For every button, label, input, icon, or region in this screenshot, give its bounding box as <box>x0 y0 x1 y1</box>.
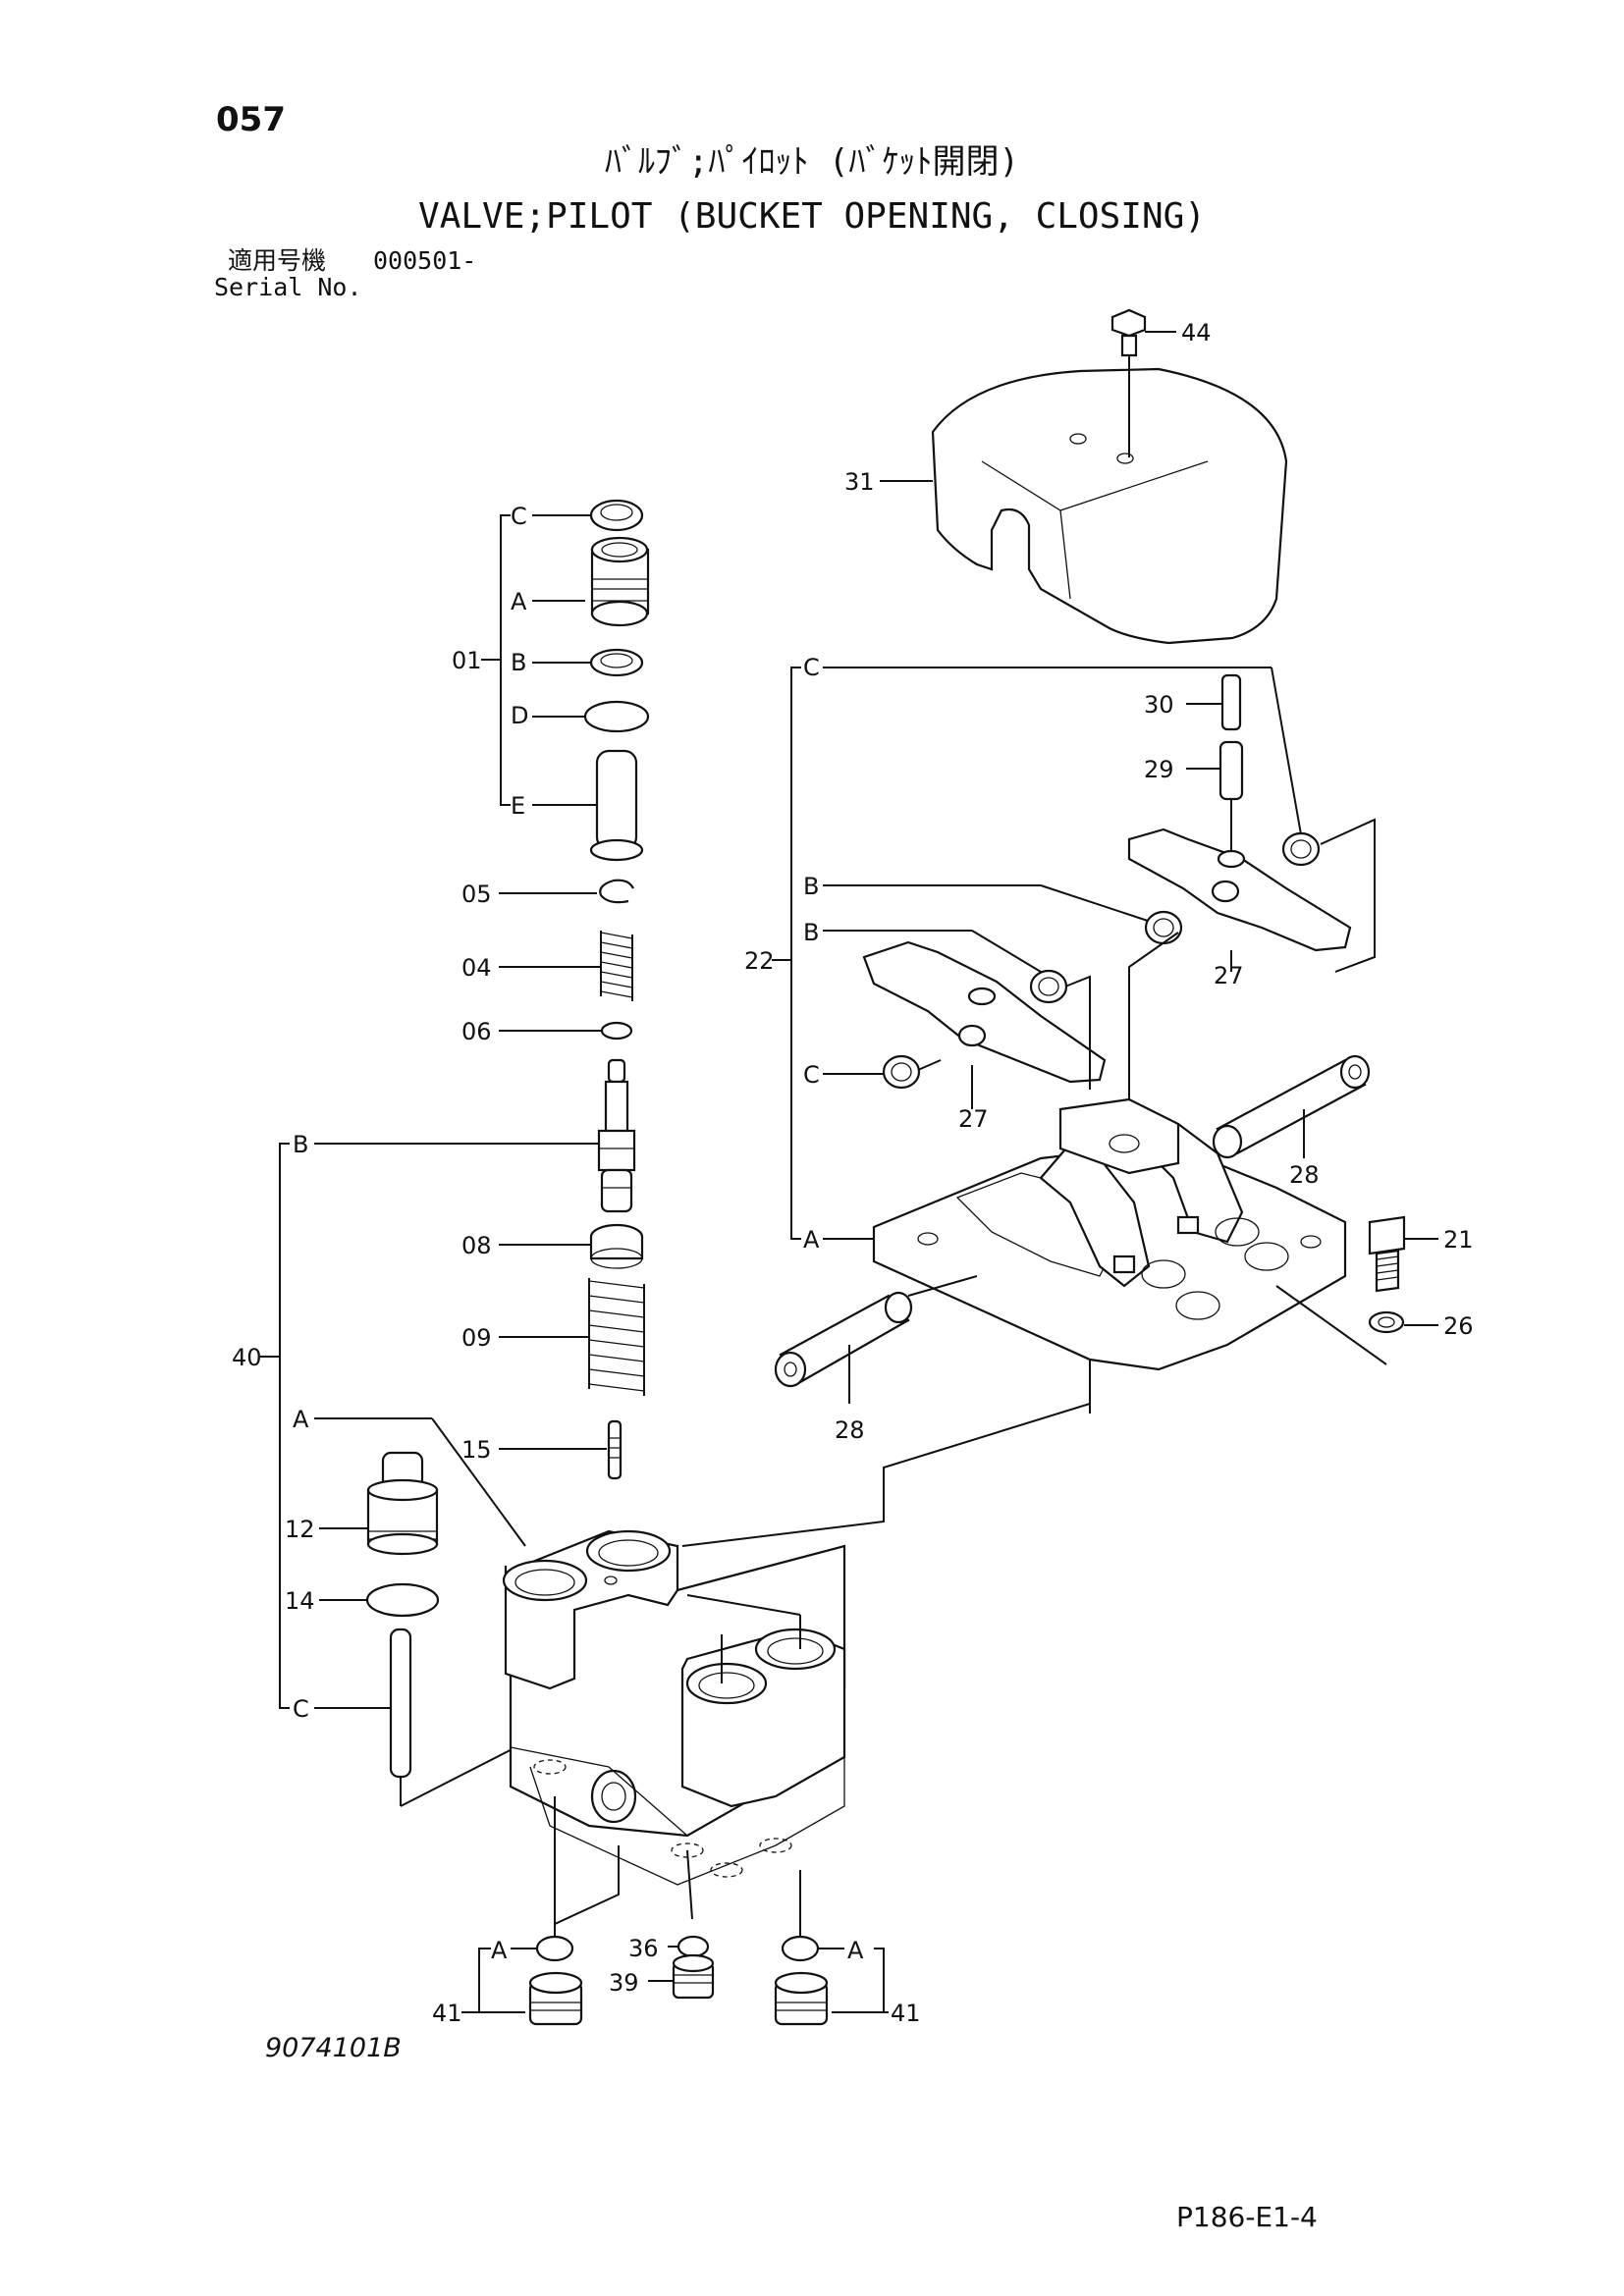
pin-30 <box>1220 673 1242 731</box>
group-22-letter-b2: B <box>803 919 819 946</box>
callout-05: 05 <box>461 881 492 908</box>
callout-04: 04 <box>461 954 492 982</box>
bushing-b-lower <box>1029 969 1068 1004</box>
spring-09 <box>588 1278 645 1396</box>
bushing-c-lower <box>882 1054 921 1090</box>
callout-22: 22 <box>744 947 775 975</box>
serial-number-value: 000501- <box>373 246 477 275</box>
callout-41-right: 41 <box>891 2000 921 2027</box>
callout-12: 12 <box>285 1516 315 1543</box>
group-40-letter-b: B <box>293 1131 308 1158</box>
group-01-letter-e: E <box>511 792 525 820</box>
callout-31: 31 <box>844 468 875 496</box>
callout-40: 40 <box>232 1344 262 1371</box>
drawing-number: 9074101B <box>265 2033 402 2063</box>
group-22-letter-b1: B <box>803 873 819 900</box>
callout-26: 26 <box>1443 1312 1474 1340</box>
lever-27-lower <box>862 940 1107 1084</box>
title-english: VALVE;PILOT (BUCKET OPENING, CLOSING) <box>418 196 1206 237</box>
plug-12 <box>366 1451 439 1556</box>
callout-41-left: 41 <box>432 2000 462 2027</box>
bracket-40 <box>260 1143 290 1709</box>
bushing-b-upper <box>1144 910 1183 945</box>
base-plate <box>872 1097 1347 1371</box>
callout-28-upper: 28 <box>1289 1161 1320 1189</box>
title-japanese: ﾊﾞﾙﾌﾞ;ﾊﾟｲﾛｯﾄ (ﾊﾞｹｯﾄ開閉) <box>605 142 1019 182</box>
callout-01: 01 <box>452 647 482 674</box>
callout-27-upper: 27 <box>1214 962 1244 989</box>
callout-36: 36 <box>628 1935 659 1962</box>
seal-c <box>589 499 644 532</box>
spring-04 <box>600 931 633 1001</box>
bracket-01 <box>481 514 511 806</box>
group-40-letter-a: A <box>293 1406 309 1433</box>
pin-28-upper <box>1212 1054 1371 1159</box>
seal-08 <box>589 1223 644 1269</box>
callout-06: 06 <box>461 1018 492 1045</box>
callout-27-lower: 27 <box>958 1105 989 1133</box>
plug-39 <box>672 1953 715 2000</box>
group-01-letter-d: D <box>511 702 528 729</box>
page-number: 057 <box>216 100 286 139</box>
o-ring-36 <box>677 1935 710 1958</box>
callout-09: 09 <box>461 1324 492 1352</box>
bushing-c-upper <box>1281 831 1321 867</box>
screw-21 <box>1368 1215 1406 1293</box>
cover-part <box>931 367 1288 645</box>
group-40-letter-c: C <box>293 1695 309 1723</box>
callout-08: 08 <box>461 1232 492 1259</box>
group-01-letter-b: B <box>511 649 526 676</box>
spool-b <box>597 1058 636 1213</box>
plug-41-left <box>528 1971 583 2026</box>
o-ring-d <box>583 700 650 733</box>
callout-21: 21 <box>1443 1226 1474 1254</box>
washer-26 <box>1368 1310 1405 1334</box>
o-ring-14 <box>365 1582 440 1618</box>
pin-29 <box>1218 740 1244 801</box>
pin-15 <box>607 1419 623 1480</box>
plug-41-right <box>774 1971 829 2026</box>
o-ring-a-left <box>535 1935 574 1962</box>
bracket-22 <box>772 667 801 1240</box>
seal-b <box>589 648 644 677</box>
plug-letter-a-left: A <box>491 1937 508 1964</box>
snap-ring-05 <box>599 879 634 904</box>
group-01-letter-c: C <box>511 503 527 530</box>
valve-body <box>502 1529 846 1886</box>
push-rod-e <box>589 749 644 862</box>
callout-15: 15 <box>461 1436 492 1464</box>
page-reference: P186-E1-4 <box>1176 2201 1318 2233</box>
group-22-letter-c1: C <box>803 654 820 681</box>
callout-30: 30 <box>1144 691 1174 719</box>
bolt-part <box>1110 308 1147 357</box>
serial-label-english: Serial No. <box>214 273 362 301</box>
o-ring-a-right <box>781 1935 820 1962</box>
callout-44: 44 <box>1181 319 1212 347</box>
bushing-a <box>590 536 650 627</box>
plug-letter-a-right: A <box>847 1937 864 1964</box>
callout-29: 29 <box>1144 756 1174 783</box>
pin-28-lower <box>774 1291 913 1388</box>
group-22-letter-a: A <box>803 1226 820 1254</box>
group-01-letter-a: A <box>511 588 527 615</box>
callout-39: 39 <box>609 1969 639 1997</box>
group-22-letter-c2: C <box>803 1061 820 1089</box>
serial-label-japanese: 適用号機 <box>228 246 327 275</box>
lever-27-upper <box>1127 828 1352 952</box>
callout-28-lower: 28 <box>835 1416 865 1444</box>
callout-14: 14 <box>285 1587 315 1615</box>
rod-c <box>389 1628 412 1779</box>
washer-06 <box>600 1021 633 1041</box>
